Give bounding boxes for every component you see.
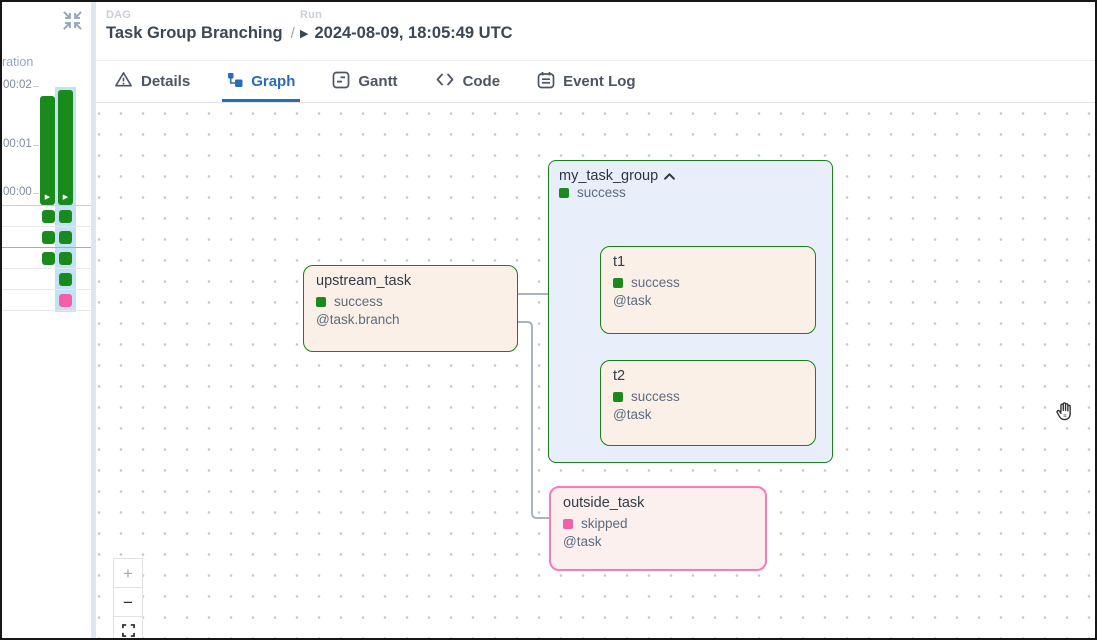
- play-icon: ▶: [62, 194, 69, 201]
- collapse-grid-button[interactable]: [60, 10, 84, 34]
- status-square-success: [316, 296, 326, 307]
- operator-label: @task: [563, 534, 602, 549]
- status-text: success: [631, 389, 680, 404]
- grid-row: [2, 290, 91, 311]
- zoom-in-button[interactable]: +: [113, 558, 143, 588]
- sidebar-divider[interactable]: [91, 2, 96, 638]
- task-group-title: my_task_group: [559, 168, 659, 184]
- status-square-skipped: [563, 518, 573, 529]
- grid-row: [2, 248, 91, 269]
- run-breadcrumb: Run ▶ 2024-08-09, 18:05:49 UTC: [300, 9, 513, 43]
- task-title: t2: [613, 368, 626, 384]
- tab-code[interactable]: Code: [430, 61, 506, 102]
- run-date-link[interactable]: 2024-08-09, 18:05:49 UTC: [314, 24, 513, 42]
- operator-label: @task.branch: [316, 312, 400, 327]
- status-text: success: [631, 275, 680, 290]
- sidebar-grid-rows: [2, 205, 91, 311]
- task-node-t2[interactable]: t2 success @task: [600, 360, 816, 446]
- task-title: t1: [613, 254, 626, 270]
- zoom-out-button[interactable]: −: [113, 587, 143, 617]
- fullscreen-button[interactable]: [113, 616, 143, 639]
- status-text: success: [577, 185, 626, 200]
- grab-hand-icon: [1053, 400, 1076, 428]
- play-icon: ▶: [300, 28, 309, 40]
- axis-tick: [33, 193, 39, 194]
- operator-label: @task: [613, 407, 652, 422]
- tab-graph[interactable]: Graph: [222, 61, 301, 102]
- axis-tick: [33, 145, 39, 146]
- graph-canvas[interactable]: my_task_group success upstream_task succ…: [96, 103, 1095, 638]
- tab-event-log[interactable]: Event Log: [532, 61, 641, 102]
- tab-gantt[interactable]: Gantt: [327, 61, 402, 102]
- dag-run-bar-selected[interactable]: ▶: [58, 90, 73, 205]
- task-instance-success[interactable]: [42, 252, 55, 265]
- tab-label: Gantt: [358, 73, 398, 90]
- graph-icon: [227, 72, 243, 92]
- grid-sidebar: ration 00:02 00:01 00:00 ▶ ▶: [2, 2, 91, 638]
- event-log-icon: [537, 71, 555, 93]
- warning-icon: [114, 70, 133, 93]
- status-square-success: [613, 277, 623, 288]
- tab-label: Event Log: [563, 73, 636, 90]
- fullscreen-icon: [121, 623, 135, 639]
- dag-label: DAG: [106, 9, 132, 21]
- breadcrumb-separator: /: [290, 25, 295, 42]
- tab-label: Code: [462, 73, 501, 90]
- task-instance-success[interactable]: [59, 273, 72, 286]
- dag-title-link[interactable]: Task Group Branching: [106, 24, 283, 42]
- tab-details[interactable]: Details: [109, 61, 195, 102]
- axis-tick: [33, 86, 39, 87]
- dag-breadcrumb: DAG Task Group Branching /: [106, 9, 295, 43]
- axis-tick-label: 00:02: [3, 79, 32, 91]
- edge-upstream-to-outside: [518, 321, 549, 519]
- breadcrumb-header: DAG Task Group Branching / Run ▶ 2024-08…: [96, 2, 1095, 61]
- status-text: success: [334, 294, 383, 309]
- task-title: outside_task: [563, 495, 645, 511]
- play-icon: ▶: [44, 194, 51, 201]
- collapse-arrows-icon: [62, 11, 83, 34]
- tab-bar: Details Graph Gantt Code Event Log: [96, 61, 1095, 103]
- run-label: Run: [300, 9, 322, 21]
- task-instance-success[interactable]: [59, 231, 72, 244]
- tab-label: Details: [141, 73, 191, 90]
- duration-axis-label: ration: [2, 55, 34, 69]
- task-node-t1[interactable]: t1 success @task: [600, 246, 816, 334]
- task-node-upstream-task[interactable]: upstream_task success @task.branch: [303, 265, 518, 352]
- task-instance-success[interactable]: [42, 231, 55, 244]
- axis-tick-label: 00:00: [3, 186, 32, 198]
- task-instance-success[interactable]: [59, 210, 72, 223]
- status-square-success: [613, 391, 623, 402]
- task-instance-success[interactable]: [59, 252, 72, 265]
- task-title: upstream_task: [316, 273, 412, 289]
- code-icon: [435, 72, 455, 91]
- status-text: skipped: [581, 516, 628, 531]
- gantt-icon: [332, 71, 350, 93]
- dag-run-bar[interactable]: ▶: [40, 96, 55, 205]
- task-group-header[interactable]: my_task_group: [559, 167, 822, 185]
- zoom-controls: + −: [113, 558, 143, 639]
- grid-row: [2, 206, 91, 227]
- task-instance-success[interactable]: [42, 210, 55, 223]
- status-square-success: [559, 187, 569, 198]
- tab-label: Graph: [251, 73, 296, 90]
- grid-row: [2, 227, 91, 248]
- grid-row: [2, 269, 91, 290]
- task-node-outside-task[interactable]: outside_task skipped @task: [549, 486, 767, 571]
- chevron-up-icon: [664, 167, 676, 185]
- task-instance-skipped[interactable]: [59, 294, 72, 307]
- axis-tick-label: 00:01: [3, 138, 32, 150]
- operator-label: @task: [613, 293, 652, 308]
